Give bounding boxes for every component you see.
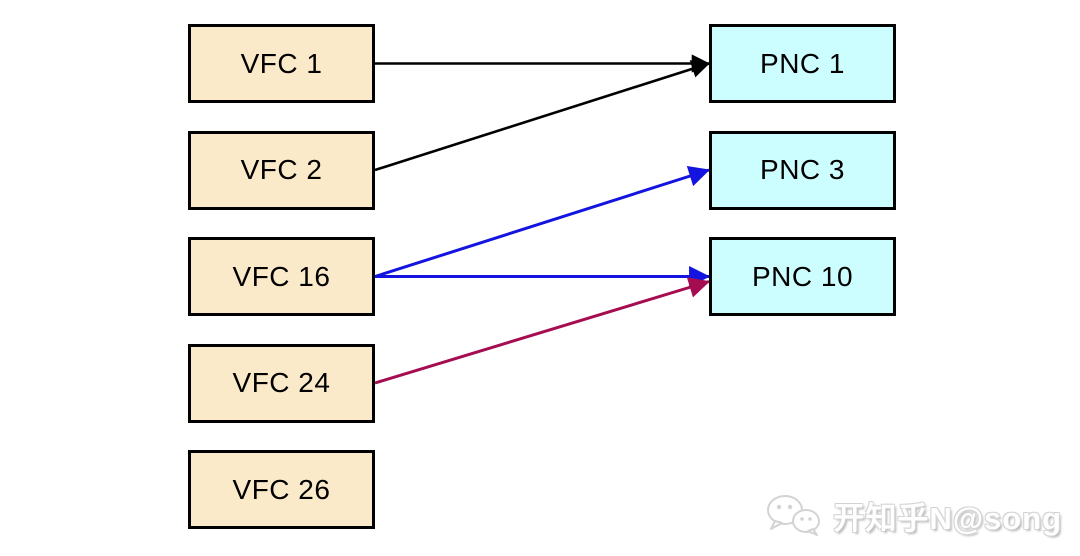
node-label-pnc1: PNC 1 [760, 47, 845, 79]
node-pnc10: PNC 10 [709, 237, 896, 316]
node-label-vfc26: VFC 26 [232, 473, 331, 505]
node-label-vfc16: VFC 16 [232, 260, 331, 292]
edge-vfc2-to-pnc1 [374, 60, 710, 172]
edge-vfc24-to-pnc10 [374, 277, 711, 385]
node-label-pnc10: PNC 10 [751, 260, 854, 292]
node-pnc1: PNC 1 [709, 24, 896, 103]
edge-vfc16-to-pnc3 [374, 166, 711, 278]
node-vfc2: VFC 2 [188, 130, 375, 210]
node-label-vfc1: VFC 1 [240, 47, 323, 79]
watermark: 开知乎N@song [765, 492, 1062, 538]
watermark-text: 开知乎N@song [833, 500, 1062, 536]
node-label-pnc3: PNC 3 [760, 154, 845, 185]
node-vfc16: VFC 16 [188, 237, 375, 316]
wechat-bubbles-icon [767, 495, 821, 536]
node-label-vfc2: VFC 2 [240, 154, 323, 185]
node-vfc26: VFC 26 [188, 450, 375, 529]
node-vfc1: VFC 1 [188, 24, 375, 103]
node-vfc24: VFC 24 [188, 343, 375, 423]
node-label-vfc24: VFC 24 [232, 367, 331, 398]
node-pnc3: PNC 3 [709, 130, 896, 210]
